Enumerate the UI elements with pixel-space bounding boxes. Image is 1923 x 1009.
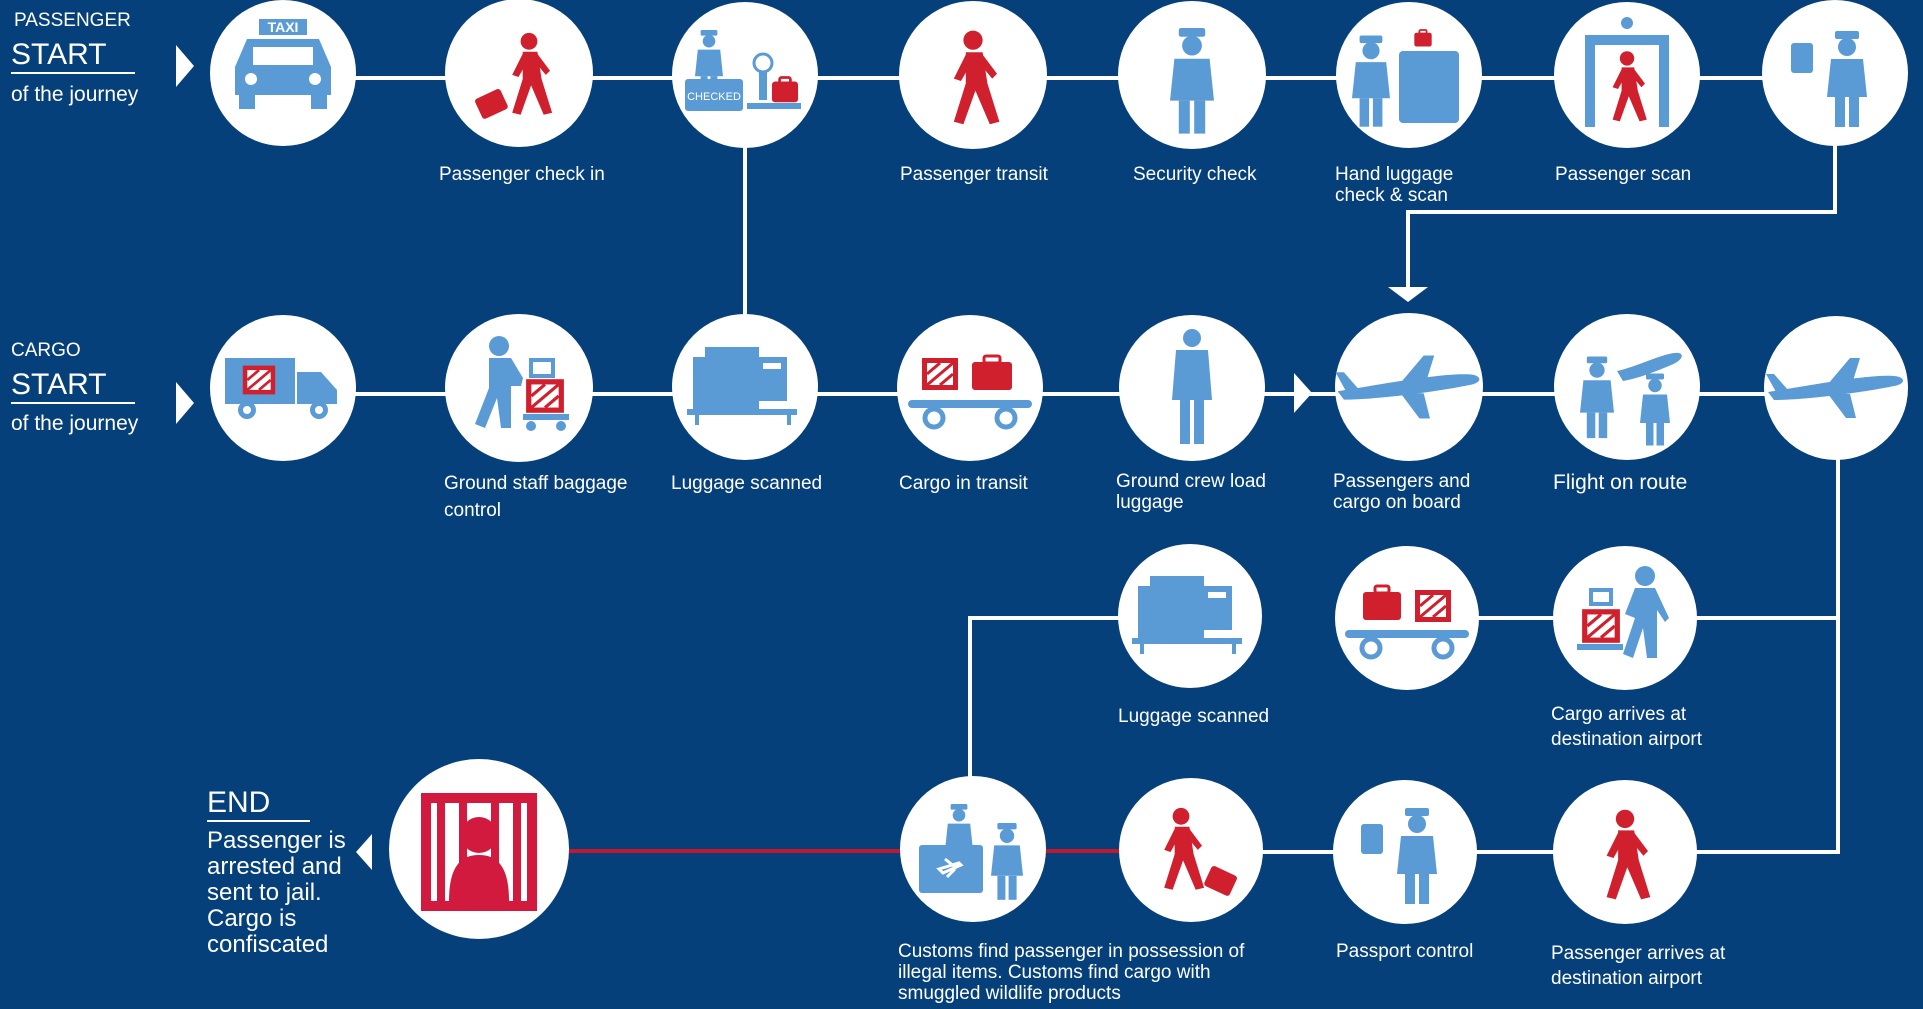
ground-crew-icon: [1172, 329, 1212, 444]
label-hand-luggage: Hand luggage check & scan: [1335, 164, 1454, 206]
checked-sign-text: CHECKED: [687, 91, 741, 103]
label-luggage-scanned-2: Luggage scanned: [1118, 706, 1270, 727]
label-passenger-check-in: Passenger check in: [439, 164, 605, 185]
flight-crew-icon: [1580, 352, 1682, 446]
node-passenger-illegal: [1119, 778, 1263, 922]
node-baggage-cart: [1335, 546, 1479, 690]
node-passenger-scan: [1554, 2, 1700, 148]
down-arrow: [1388, 287, 1428, 302]
cargo-start-subtitle: of the journey: [11, 412, 139, 435]
node-taxi: TAXI: [210, 0, 356, 146]
node-hand-luggage: [1336, 2, 1482, 148]
end-description: Passenger is arrested and sent to jail. …: [207, 827, 346, 958]
node-passport-control: [1333, 780, 1477, 924]
cargo-header-label: CARGO: [11, 340, 81, 361]
passenger-start-subtitle: of the journey: [11, 83, 139, 106]
node-cargo-arrives: [1553, 546, 1697, 690]
cargo-handler-icon: [1577, 566, 1669, 658]
jail-icon: [421, 793, 537, 911]
passport-officer-icon: [1361, 808, 1437, 904]
cargo-cart-icon: [908, 354, 1032, 427]
passenger-header-label: PASSENGER: [14, 10, 131, 31]
cargo-start-arrow: [176, 382, 194, 424]
node-jail: [389, 759, 569, 939]
label-ground-crew: Ground crew load luggage: [1116, 471, 1266, 513]
label-passenger-transit: Passenger transit: [900, 164, 1048, 185]
label-passport-control: Passport control: [1336, 941, 1474, 962]
end-title: END: [207, 786, 311, 822]
node-check-in-desk: CHECKED: [672, 2, 818, 148]
label-security-check: Security check: [1133, 164, 1257, 185]
node-luggage-scanned-2: [1118, 544, 1262, 688]
label-passenger-scan: Passenger scan: [1555, 164, 1692, 185]
body-scanner-icon: [1585, 17, 1669, 127]
right-arrow: [1294, 373, 1312, 413]
passenger-start-title: START: [11, 38, 135, 74]
baggage-cart-icon: [1345, 584, 1469, 657]
node-flight-on-route: [1764, 316, 1908, 460]
node-customs: [900, 776, 1046, 922]
label-customs: Customs find passenger in possession of …: [898, 941, 1245, 1004]
label-flight-on-route: Flight on route: [1553, 471, 1688, 494]
node-ground-staff: [445, 314, 593, 462]
node-passenger-check-in: [445, 0, 593, 147]
node-passenger-arrives: [1553, 780, 1697, 924]
cargo-start-title: START: [11, 368, 135, 404]
hand-luggage-icon: [1352, 29, 1459, 127]
customs-officers-icon: [919, 804, 1023, 900]
ground-staff-icon: [475, 336, 569, 431]
taxi-icon: TAXI: [235, 19, 331, 109]
taxi-sign-text: TAXI: [268, 19, 299, 35]
node-cargo-transit: [897, 315, 1043, 461]
node-flight-crew: [1554, 314, 1700, 460]
node-cargo-truck: [210, 315, 356, 461]
label-cargo-arrives: Cargo arrives at destination airport: [1551, 704, 1703, 750]
node-luggage-scanned-1: [672, 314, 818, 460]
passenger-start-arrow: [176, 45, 194, 87]
check-in-desk-icon: CHECKED: [685, 30, 801, 111]
node-ground-crew: [1119, 315, 1265, 461]
cargo-truck-icon: [225, 358, 337, 419]
xray-scanner-icon: [687, 347, 797, 425]
node-passport-officer: [1762, 0, 1908, 146]
node-security-check: [1118, 1, 1266, 149]
passport-officer-icon: [1791, 31, 1867, 127]
xray-scanner-icon: [1132, 576, 1242, 654]
node-passenger-transit: [899, 1, 1047, 149]
label-ground-staff: Ground staff baggage control: [444, 473, 628, 521]
label-passenger-arrives: Passenger arrives at destination airport: [1551, 943, 1726, 989]
end-arrow: [356, 834, 372, 870]
label-on-board: Passengers and cargo on board: [1333, 471, 1471, 513]
label-cargo-transit: Cargo in transit: [899, 473, 1028, 494]
node-on-board: [1335, 313, 1483, 461]
label-luggage-scanned-1: Luggage scanned: [671, 473, 823, 494]
